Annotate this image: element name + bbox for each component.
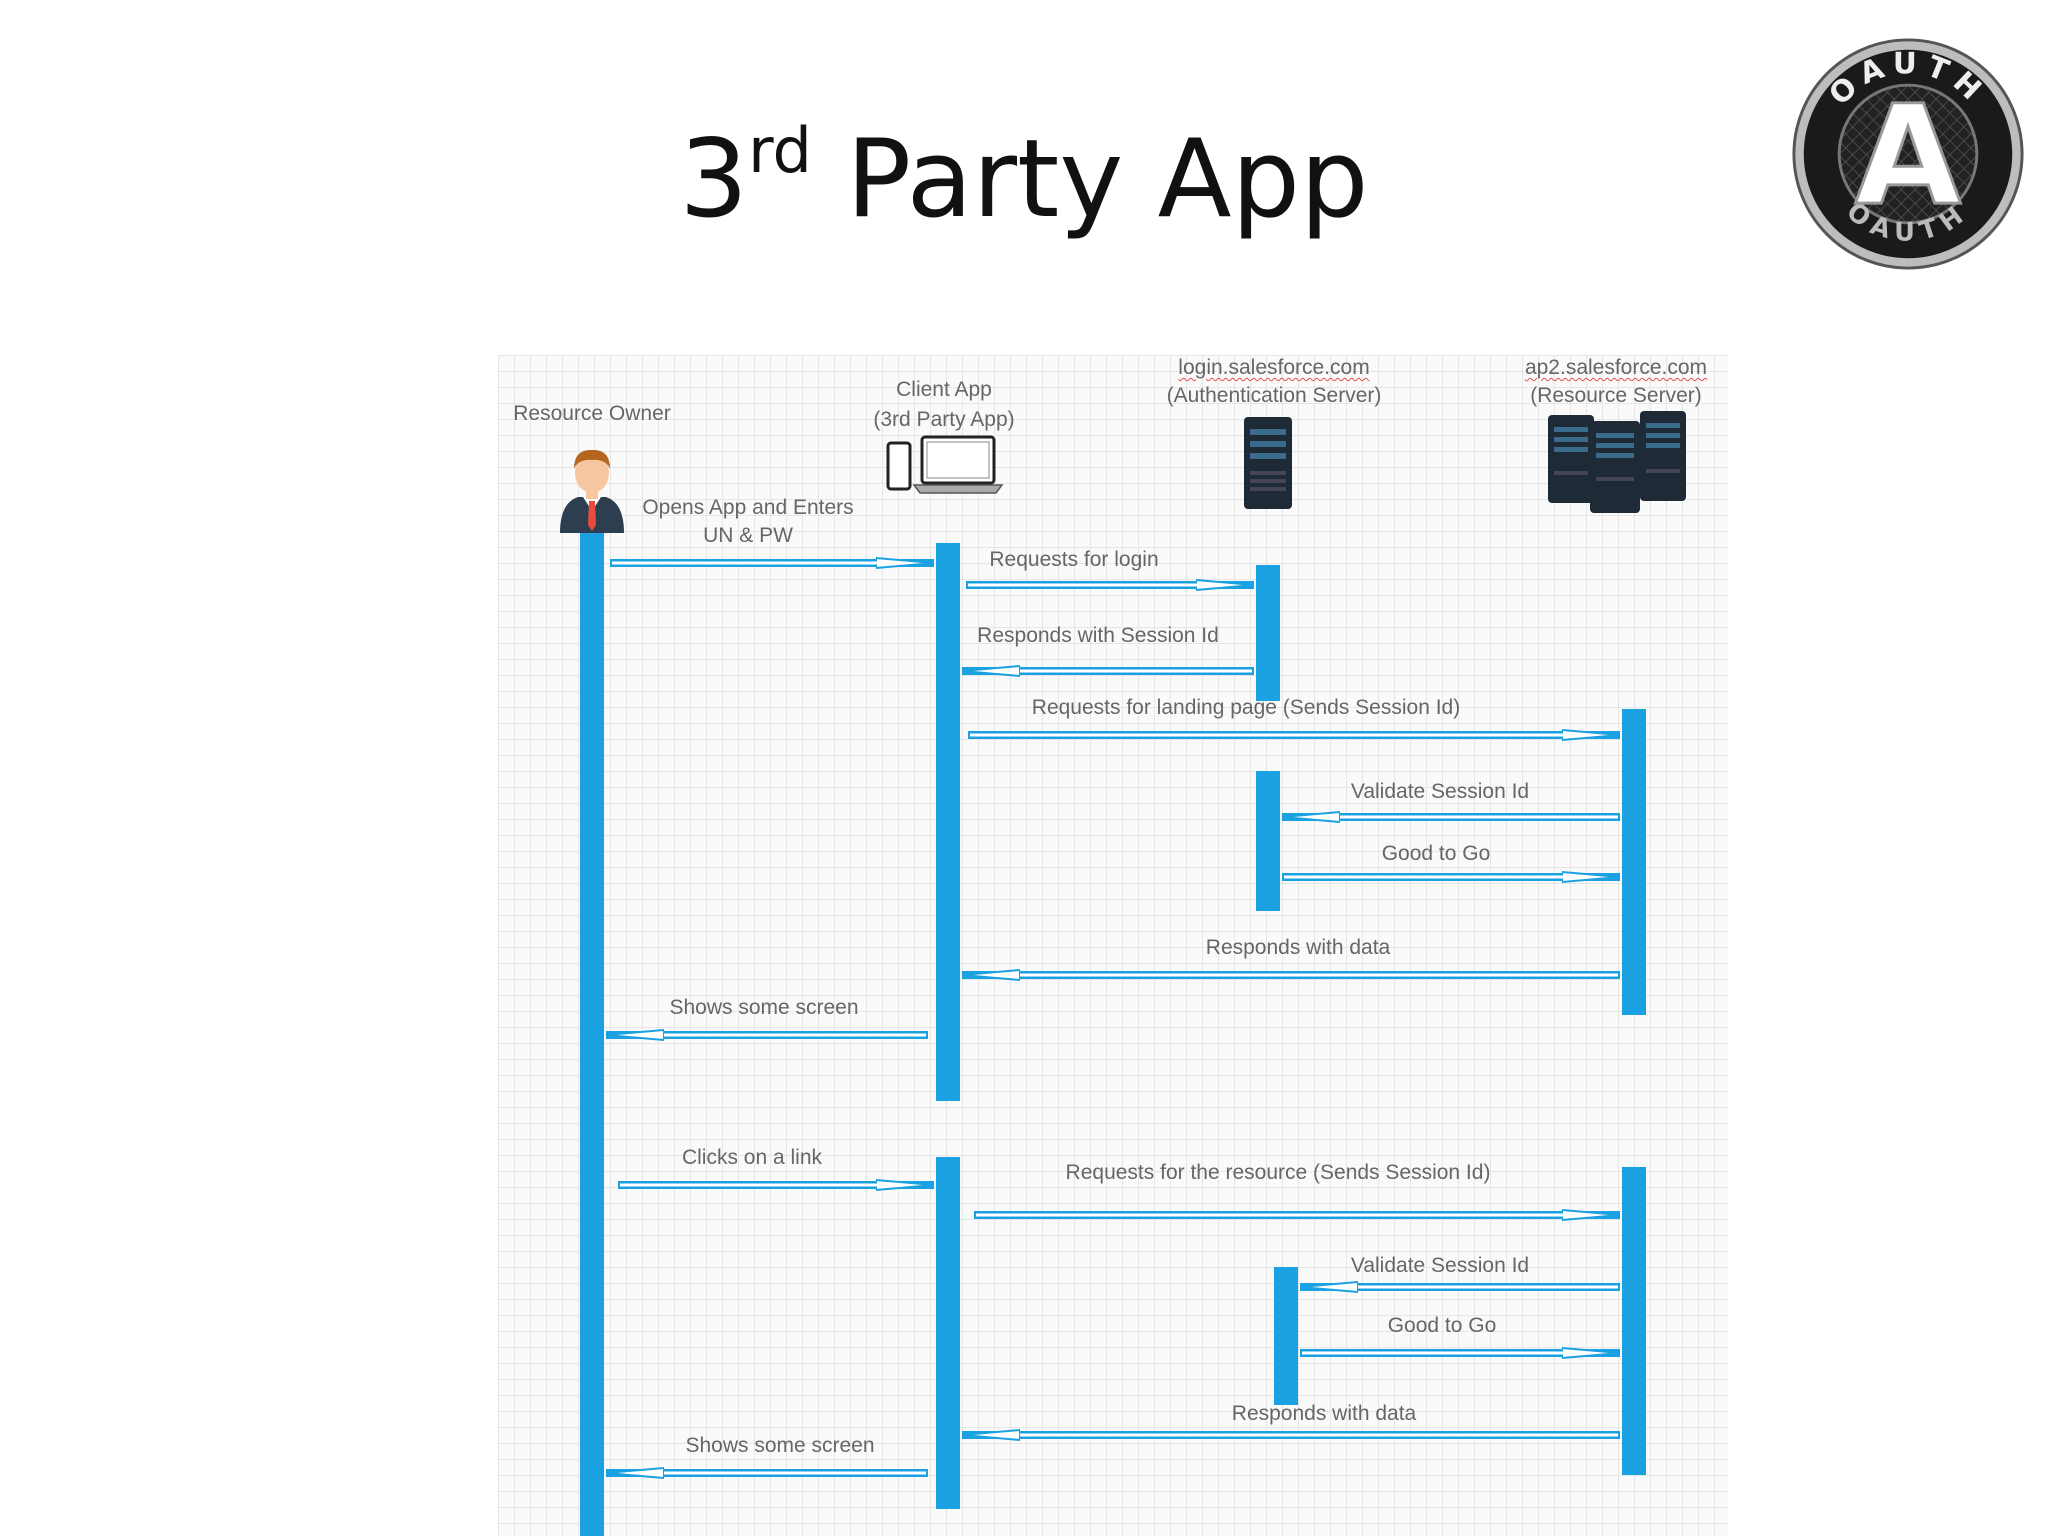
auth-activation-3 — [1274, 1267, 1298, 1405]
msg-responds-session: Responds with Session Id — [977, 624, 1219, 647]
activation-bars — [580, 530, 1646, 1536]
client-activation-2 — [936, 1157, 960, 1509]
phone-laptop-icon — [886, 435, 1004, 494]
msg-responds-data-2: Responds with data — [1231, 1402, 1417, 1425]
diagram-graphics — [560, 411, 1686, 1536]
msg-opens-app-line2: UN & PW — [703, 524, 793, 547]
msg-validate-2: Validate Session Id — [1350, 1254, 1530, 1277]
title-superscript: rd — [748, 114, 812, 187]
oauth-logo: OAUTH OAUTH A — [1792, 38, 2024, 270]
resource-server-header-wrap: ap2.salesforce.com — [1525, 353, 1707, 382]
msg-clicks-link: Clicks on a link — [681, 1146, 823, 1169]
resource-activation-1 — [1622, 709, 1646, 1015]
client-app-subheader: (3rd Party App) — [873, 408, 1015, 431]
title-text: Party App — [811, 117, 1369, 242]
msg-shows-screen-1: Shows some screen — [669, 996, 859, 1019]
client-app-header: Client App — [896, 378, 992, 401]
msg-requests-landing: Requests for landing page (Sends Session… — [1031, 696, 1461, 719]
auth-server-header-wrap: login.salesforce.com — [1178, 353, 1369, 382]
msg-requests-login: Requests for login — [989, 548, 1159, 571]
slide-title: 3rd Party App — [0, 120, 2048, 234]
msg-opens-app-line1: Opens App and Enters — [642, 496, 854, 519]
resource-server-header: ap2.salesforce.com — [1524, 356, 1708, 379]
resource-owner-header: Resource Owner — [513, 402, 671, 425]
auth-activation-2 — [1256, 771, 1280, 911]
client-activation-1 — [936, 543, 960, 1101]
server-icon — [1244, 417, 1292, 509]
msg-good-1: Good to Go — [1381, 842, 1491, 865]
title-number: 3 — [679, 117, 749, 242]
resource-server-subheader: (Resource Server) — [1530, 384, 1702, 407]
msg-good-2: Good to Go — [1387, 1314, 1497, 1337]
msg-responds-data-1: Responds with data — [1205, 936, 1391, 959]
auth-server-header: login.salesforce.com — [1178, 356, 1370, 379]
sequence-diagram: Resource Owner Client App (3rd Party App… — [498, 355, 1728, 1536]
person-icon — [560, 449, 624, 533]
message-arrows — [606, 563, 1620, 1473]
msg-requests-resource: Requests for the resource (Sends Session… — [1065, 1161, 1491, 1184]
msg-shows-screen-2: Shows some screen — [685, 1434, 875, 1457]
resource-owner-lifeline — [580, 530, 604, 1536]
auth-activation-1 — [1256, 565, 1280, 701]
msg-validate-1: Validate Session Id — [1350, 780, 1530, 803]
resource-activation-2 — [1622, 1167, 1646, 1475]
auth-server-subheader: (Authentication Server) — [1166, 384, 1382, 407]
logo-letter: A — [1855, 76, 1962, 236]
server-rack-icon — [1548, 411, 1686, 513]
